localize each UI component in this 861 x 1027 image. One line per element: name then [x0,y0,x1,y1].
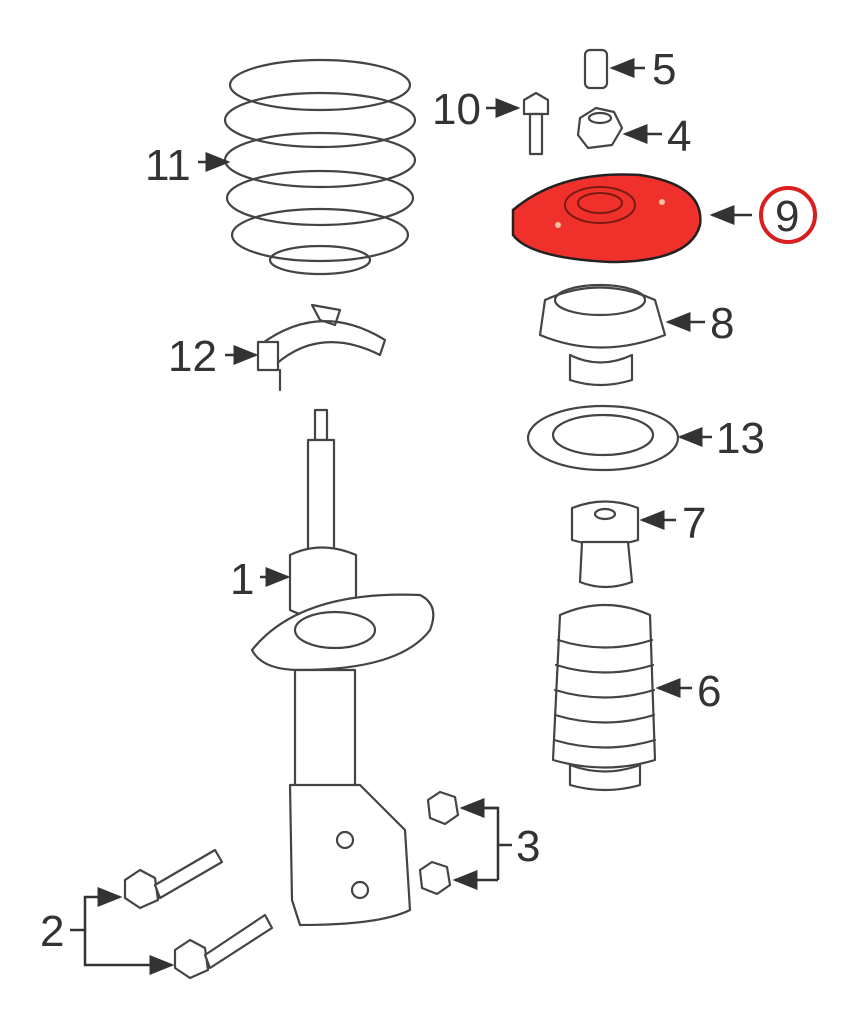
coil-spring-part[interactable] [223,58,417,276]
label-7: 7 [682,499,706,548]
label-9: 9 [775,192,799,241]
label-5: 5 [652,45,676,94]
spring-insulator-part[interactable] [256,303,387,392]
label-6: 6 [697,667,721,716]
bump-stop-small-part[interactable] [583,48,609,90]
bearing-ring-part[interactable] [526,404,680,472]
label-10: 10 [432,85,481,134]
label-11: 11 [145,141,191,190]
strut-mount-part[interactable] [538,283,667,387]
dust-boot-part[interactable] [551,603,657,792]
label-8: 8 [710,299,734,348]
strut-assembly-part[interactable] [250,408,435,927]
highlight-callout-circle [759,186,817,244]
label-1: 1 [230,555,254,604]
label-13: 13 [716,414,765,463]
bolt-part[interactable] [522,91,550,156]
upper-mount-plate-part-highlighted[interactable] [511,173,702,264]
label-3: 3 [516,822,540,871]
bump-stop-part[interactable] [570,500,640,589]
label-4: 4 [667,112,691,161]
strut-bolt-part[interactable] [123,848,274,980]
nut-part[interactable] [576,106,624,150]
leader-arrows [70,58,752,975]
label-2: 2 [40,907,64,956]
label-12: 12 [168,332,217,381]
flange-nut-part[interactable] [418,790,460,896]
